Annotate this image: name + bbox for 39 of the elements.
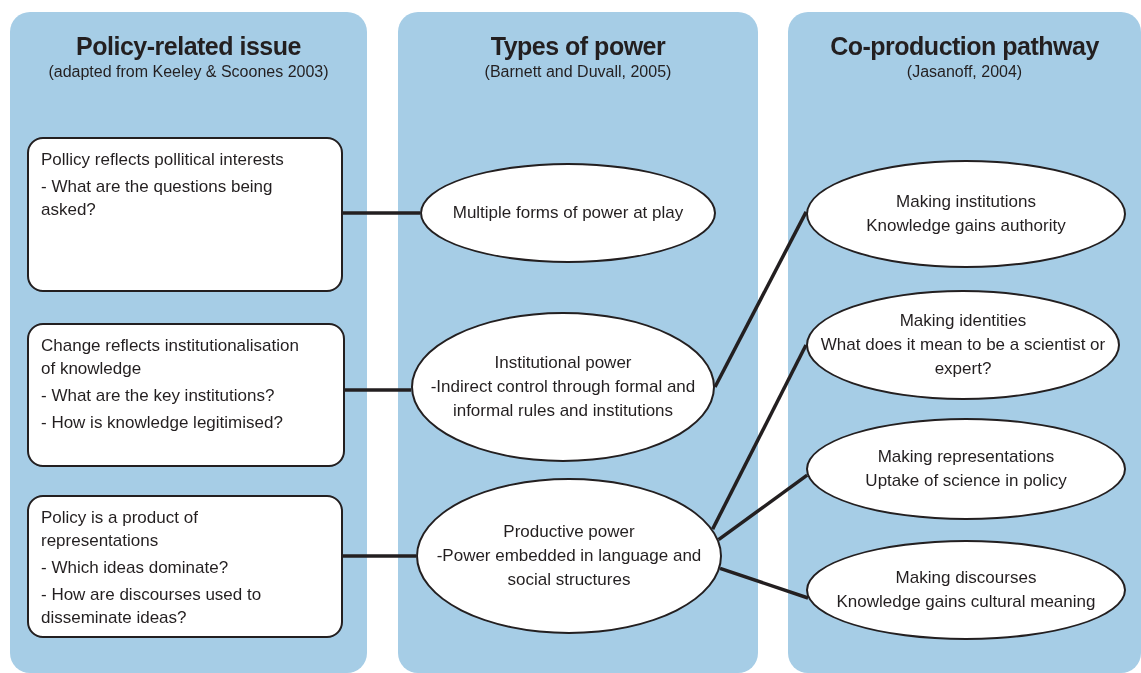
node-text: Knowledge gains cultural meaning	[836, 591, 1096, 613]
connector-line	[719, 566, 809, 600]
connector-line	[713, 211, 808, 388]
node-text: Uptake of science in policy	[865, 470, 1067, 492]
node-heading: Pollicy reflects pollitical interests	[41, 149, 285, 171]
node-text: What does it mean to be a scientist or expert?	[820, 334, 1106, 380]
node-text: - How are discourses used to disseminate ideas?	[41, 583, 263, 629]
node-text: -Indirect control through formal and informal rules and institutions	[429, 376, 697, 422]
column-panel	[10, 12, 367, 673]
connector-line	[711, 344, 808, 530]
column-title: Co-production pathway	[829, 32, 1100, 61]
node-heading: Making institutions	[896, 191, 1036, 214]
node-heading: Institutional power	[494, 352, 632, 375]
node-heading: Making representations	[877, 446, 1055, 469]
connector-line	[343, 211, 420, 215]
issue-box	[27, 495, 343, 638]
node-heading: Making discourses	[895, 567, 1037, 590]
node-text: - What are the key institutions?	[41, 384, 276, 407]
node-heading: Multiple forms of power at play	[452, 202, 684, 225]
column-title: Policy-related issue	[75, 32, 302, 61]
node-heading: Policy is a product of representations	[41, 507, 199, 552]
column-panel	[788, 12, 1141, 673]
node-text: -Power embedded in language and social structures	[435, 545, 703, 591]
issue-box	[27, 323, 345, 467]
column-panel	[398, 12, 758, 673]
node-heading: Productive power	[503, 521, 635, 544]
citation-text: (Jasanoff, 2004)	[905, 63, 1024, 81]
issue-box	[27, 137, 343, 292]
node-text: - How is knowledge legitimised?	[41, 411, 284, 434]
node-text: - What are the questions being asked?	[41, 175, 274, 221]
node-heading: Change reflects institutionalisation of knowledge	[41, 335, 300, 380]
node-heading: Making identities	[899, 310, 1027, 333]
column-title: Types of power	[489, 32, 667, 61]
node-text: Knowledge gains authority	[866, 215, 1066, 237]
citation-text: (adapted from Keeley & Scoones 2003)	[47, 63, 330, 81]
connector-line	[343, 554, 416, 558]
citation-text: (Barnett and Duvall, 2005)	[483, 63, 673, 81]
connector-line	[345, 388, 412, 392]
node-text: - Which ideas dominate?	[41, 556, 230, 579]
